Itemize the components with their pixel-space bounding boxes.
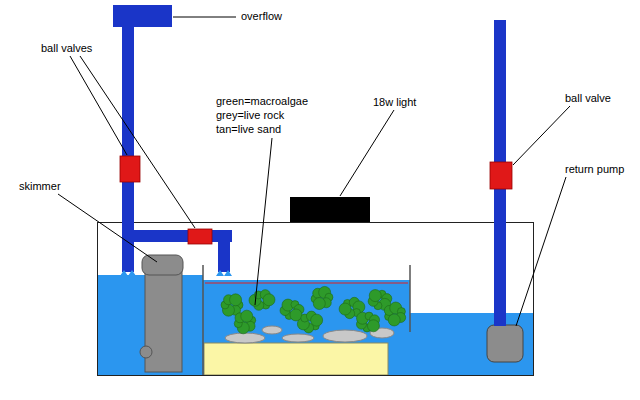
algae-leaf — [230, 294, 242, 306]
overflow-box — [113, 5, 172, 27]
macroalgae — [221, 286, 406, 333]
branch-pipe — [134, 230, 232, 242]
skimmer-pump — [140, 346, 152, 358]
splash — [120, 270, 232, 276]
part-label: return pump — [564, 163, 625, 176]
sump-tank — [98, 223, 534, 376]
leader-lines — [58, 17, 570, 326]
skimmer-cup — [142, 255, 183, 275]
return-pump — [487, 325, 523, 362]
callout-label: ball valves — [40, 42, 93, 55]
callout-label: ball valve — [564, 92, 612, 105]
pipes — [113, 5, 506, 326]
algae-leaf — [313, 298, 325, 310]
key-text: grey=live rock — [215, 109, 285, 122]
branch-pipe — [218, 242, 230, 272]
light — [290, 197, 370, 222]
ball-valve — [120, 156, 512, 244]
algae-leaf — [369, 290, 381, 302]
algae-leaf — [388, 314, 400, 326]
baffle — [202, 265, 204, 375]
algae-leaf — [263, 294, 275, 306]
part-label: overflow — [240, 10, 283, 23]
key-text: tan=live sand — [215, 123, 282, 136]
part-label: 18w light — [372, 96, 417, 109]
algae-leaf — [339, 303, 351, 315]
live-sand — [204, 343, 388, 375]
part-label: skimmer — [18, 180, 62, 193]
water-line — [205, 283, 408, 284]
algae-leaf — [311, 314, 323, 326]
key-text: green=macroalgae — [215, 95, 309, 108]
algae-leaf — [241, 310, 253, 322]
baffle — [409, 265, 411, 332]
water — [410, 313, 533, 375]
water — [203, 280, 410, 375]
algae-leaf — [367, 320, 379, 332]
